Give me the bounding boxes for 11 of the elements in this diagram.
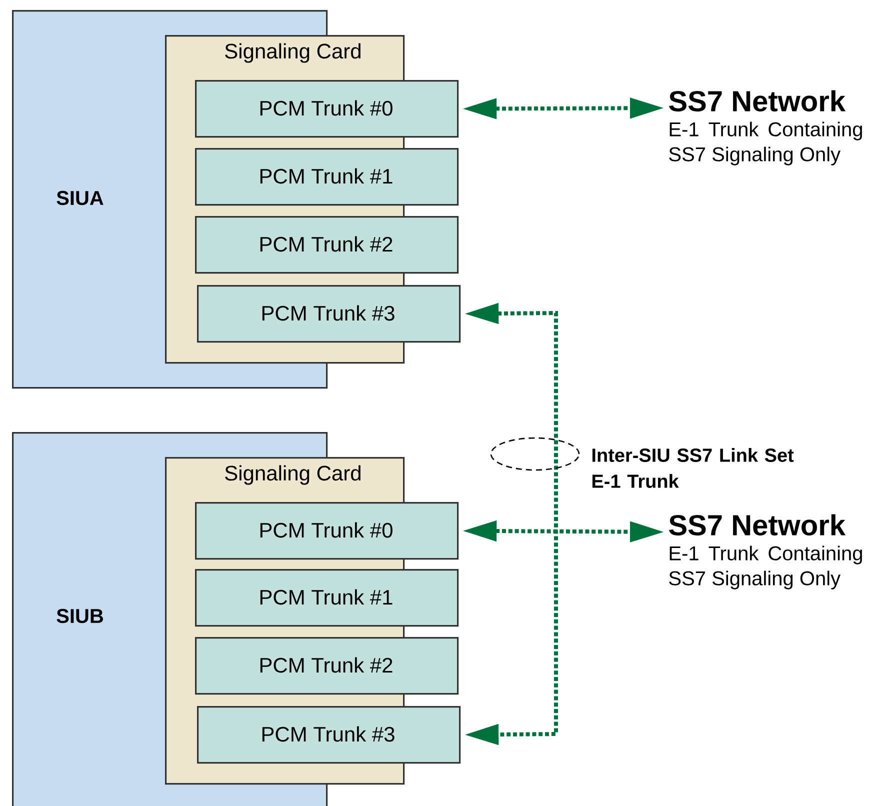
- network-label: SS7 Network E-1 Trunk Containing SS7 Signaling Only: [669, 90, 862, 166]
- trunk-box: PCM Trunk #1: [195, 148, 459, 206]
- trunk-box: PCM Trunk #2: [195, 216, 459, 274]
- trunk-box: PCM Trunk #0: [195, 80, 459, 138]
- trunk-box: PCM Trunk #1: [195, 569, 459, 627]
- edge-label: Inter-SIU SS7 Link Set E-1 Trunk: [592, 448, 794, 488]
- trunk-box: PCM Trunk #3: [197, 706, 461, 764]
- network-label: SS7 Network E-1 Trunk Containing SS7 Signaling Only: [669, 514, 862, 590]
- trunk-box: PCM Trunk #0: [195, 502, 459, 560]
- trunk-box: PCM Trunk #2: [195, 637, 459, 695]
- trunk-box: PCM Trunk #3: [197, 285, 461, 343]
